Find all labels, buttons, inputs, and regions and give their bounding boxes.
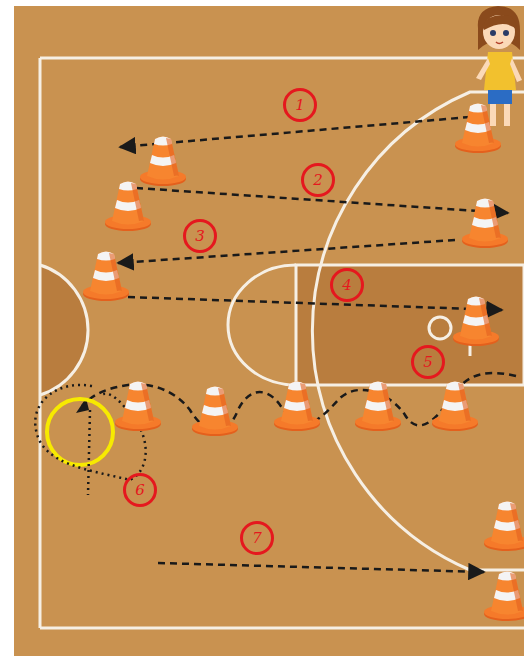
callout-number: 5 (411, 345, 445, 379)
callout-number: 4 (330, 268, 364, 302)
callout-number: 7 (240, 521, 274, 555)
cones (83, 104, 524, 622)
callout-number: 1 (283, 88, 317, 122)
callout-number: 6 (123, 473, 157, 507)
callout-number: 2 (301, 163, 335, 197)
callout-number: 3 (183, 219, 217, 253)
girl-figure (476, 6, 522, 126)
drill-paths (82, 117, 516, 572)
